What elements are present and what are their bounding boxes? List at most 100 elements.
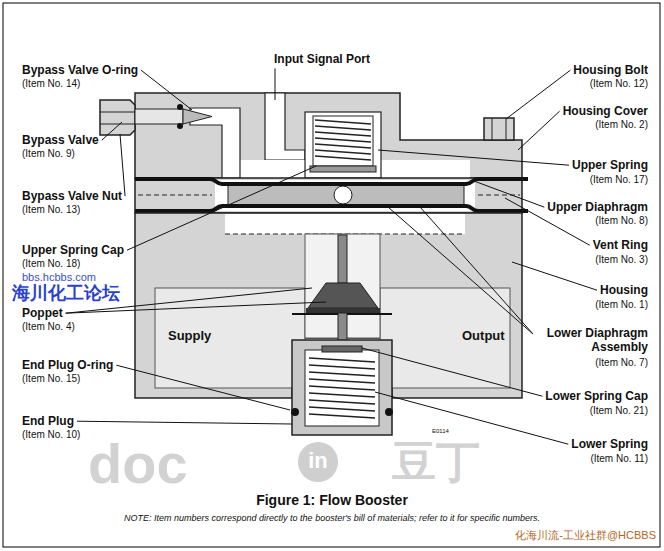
part-name: Housing Cover [563,104,648,118]
bypass-valve [100,100,212,135]
item-number: (Item No. 1) [595,299,648,311]
part-name: Lower Spring Cap [545,389,648,403]
part-name: End Plug O-ring [22,358,113,372]
poppet [292,235,392,346]
leader-line [362,348,542,396]
part-name: Upper Spring Cap [22,243,124,257]
bypass-valve [135,109,183,124]
end-plug [305,350,379,426]
signal-passage [240,93,470,179]
part-name: Poppet [22,306,63,320]
bypass-valve [100,124,135,125]
watermark: 海川化工论坛 [12,283,120,305]
item-number: (Item No. 8) [595,215,648,227]
watermark: doc [88,430,188,497]
watermark-circle [298,442,338,482]
upper-spring [310,166,376,172]
part-name: Bypass Valve Nut [22,189,122,203]
part-name: Vent Ring [593,238,648,252]
end-plug [385,408,393,416]
part-name: Housing [600,283,648,297]
item-number: (Item No. 21) [590,405,648,417]
end-plug [309,358,375,418]
diaphragm-assembly [228,184,464,206]
part-name: Upper Diaphragm [547,200,648,214]
diaphragm-assembly [334,186,352,204]
item-number: (Item No. 17) [590,174,648,186]
vent-ring [138,195,212,196]
item-number: (Item No. 3) [595,254,648,266]
item-number: (Item No. 12) [590,78,648,90]
note: NOTE: Item numbers correspond directly t… [124,513,540,524]
upper-spring [305,112,381,178]
part-name: Input Signal Port [274,52,370,66]
housing-bolt [484,118,514,140]
region-label: Supply [168,328,211,344]
leader-lines [66,68,597,444]
region-label: Output [462,328,505,344]
part-name: Bypass Valve O-ring [22,63,138,77]
leader-line [275,68,276,100]
part-name: Lower Spring [571,437,648,451]
item-number: (Item No. 13) [22,204,80,216]
poppet [306,308,380,313]
item-number: (Item No. 15) [22,373,80,385]
diaphragm-assembly [135,179,528,211]
watermark: 豆丁 [392,436,480,489]
leader-line [518,111,560,150]
housing-bolt [484,118,514,140]
signal-passage [265,93,305,160]
item-number: (Item No. 11) [590,453,648,465]
item-number: (Item No. 14) [22,78,80,90]
leader-line [116,365,290,410]
diaphragm-assembly [135,206,528,211]
item-number: (Item No. 10) [22,429,80,441]
end-plug [291,408,299,416]
leader-line [120,134,125,196]
item-number: (Item No. 2) [595,119,648,131]
part-name: Housing Bolt [573,63,648,77]
leader-line [102,122,122,140]
item-number: (Item No. 7) [595,357,648,369]
bypass-valve [100,112,135,113]
leader-line [420,207,533,334]
leader-line [77,421,292,424]
upper-spring [305,112,381,178]
item-number: (Item No. 18) [22,258,80,270]
part-name: End Plug [22,414,74,428]
leader-line [474,181,544,207]
leader-line [512,262,597,290]
diaphragm-assembly [135,179,528,184]
bypass-valve [177,104,183,110]
housing-body [155,288,305,388]
upper-spring [315,120,371,160]
leader-line [506,70,570,119]
housing-body [380,288,510,388]
housing-bolt [492,118,493,140]
frame [3,3,660,547]
drawing-code: E0114 [432,428,449,435]
item-number: (Item No. 9) [22,148,75,160]
watermark: bbs.hcbbs.com [22,271,96,284]
leader-line [127,166,316,250]
end-plug [292,340,392,435]
poppet [338,235,347,283]
bypass-valve [177,123,183,129]
end-plug [322,346,362,352]
bypass-valve [100,100,135,135]
housing-cover [135,93,522,178]
item-number: (Item No. 4) [22,321,75,333]
bypass-valve [183,109,212,124]
part-name: Bypass Valve [22,133,99,147]
leader-line [388,207,533,334]
leader-line [375,392,568,444]
watermark: 化海川流-工业社群@HCBBS [515,529,656,542]
poppet [308,283,378,308]
leader-line [66,302,326,313]
leader-line [378,150,569,165]
upper-spring [313,116,373,166]
figure-caption: Figure 1: Flow Booster [256,492,408,509]
part-name: Upper Spring [572,158,648,172]
part-name: Lower Diaphragm Assembly [536,326,648,355]
